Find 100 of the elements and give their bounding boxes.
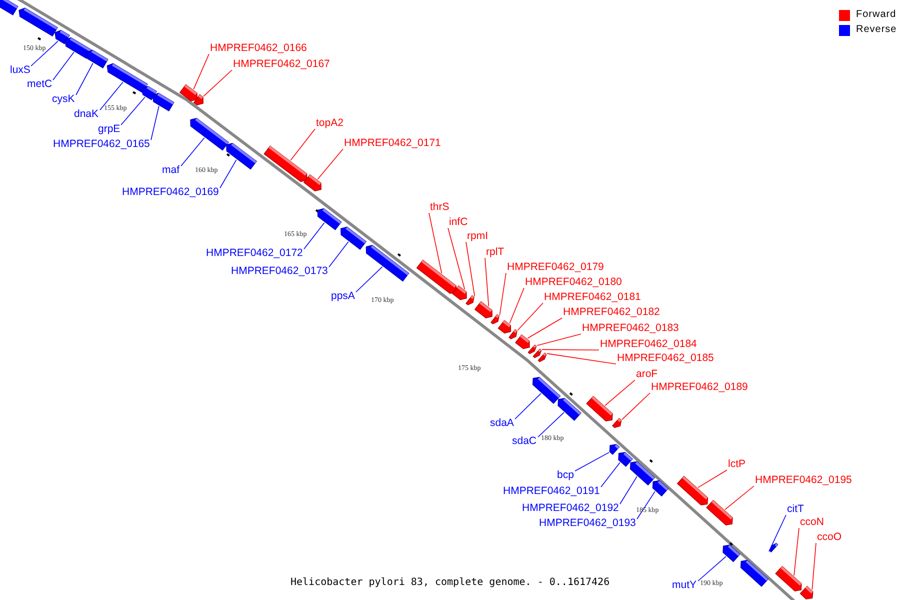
gene-block xyxy=(0,0,18,16)
leader-line xyxy=(356,266,383,292)
gene-block xyxy=(618,452,633,467)
gene-label: HMPREF0462_0195 xyxy=(755,474,852,487)
gene-block xyxy=(264,146,308,182)
gene-label: sdaC xyxy=(512,435,537,448)
gene-block xyxy=(179,84,198,102)
gene-label: luxS xyxy=(10,64,30,77)
gene-block xyxy=(190,118,229,151)
leader-line xyxy=(538,412,564,438)
legend-label: Forward xyxy=(856,9,896,20)
leader-line xyxy=(698,556,726,582)
gene-label: aroF xyxy=(636,368,658,381)
leader-line xyxy=(724,486,754,510)
gene-block xyxy=(18,8,58,36)
gene-block xyxy=(612,418,622,428)
gene-block xyxy=(609,444,620,455)
gene-label: HMPREF0462_0179 xyxy=(507,261,604,274)
leader-line xyxy=(527,318,562,339)
leader-line xyxy=(220,159,237,188)
leader-line xyxy=(574,452,610,472)
gene-label: HMPREF0462_0165 xyxy=(53,138,150,151)
gene-label: HMPREF0462_0192 xyxy=(522,502,619,515)
gene-label: maf xyxy=(162,164,180,177)
gene-label: HMPREF0462_0185 xyxy=(617,352,714,365)
leader-line xyxy=(514,393,542,420)
gene-block xyxy=(226,142,257,170)
gene-block xyxy=(769,542,778,552)
leader-line xyxy=(509,288,524,324)
leader-line xyxy=(328,241,349,268)
leader-line xyxy=(52,52,74,80)
gene-label: mutY xyxy=(672,579,697,592)
gene-label: HMPREF0462_0183 xyxy=(582,322,679,335)
gene-label: cysK xyxy=(52,93,75,106)
leader-line xyxy=(180,137,205,166)
gene-block xyxy=(508,329,518,340)
gene-label: ppsA xyxy=(331,290,355,303)
gene-block xyxy=(474,301,492,318)
gene-block xyxy=(775,566,802,592)
gene-label: HMPREF0462_0184 xyxy=(600,338,697,351)
gene-block xyxy=(706,500,733,526)
gene-block xyxy=(528,344,537,354)
gene-label: HMPREF0462_0167 xyxy=(233,58,330,71)
gene-label: HMPREF0462_0193 xyxy=(539,517,636,530)
gene-label: thrS xyxy=(430,201,450,214)
leader-line xyxy=(203,70,232,97)
legend-label: Reverse xyxy=(856,24,897,35)
gene-block xyxy=(586,396,613,422)
gene-block xyxy=(317,208,342,230)
gene-block xyxy=(722,544,740,562)
leader-line xyxy=(76,62,94,96)
leader-line xyxy=(812,542,816,590)
leader-line xyxy=(30,40,58,66)
gene-label: grpE xyxy=(98,123,120,136)
leader-line xyxy=(120,96,146,126)
gene-label: HMPREF0462_0173 xyxy=(231,265,328,278)
gene-label: ccoN xyxy=(800,516,824,529)
leader-line xyxy=(542,349,600,350)
leader-line xyxy=(317,148,344,180)
leader-line xyxy=(193,54,210,90)
gene-label: infC xyxy=(449,216,468,229)
gene-label: bcp xyxy=(557,469,574,482)
gene-block xyxy=(86,50,108,68)
gene-label: HMPREF0462_0169 xyxy=(122,186,219,199)
leader-line xyxy=(499,272,506,316)
leader-line xyxy=(484,258,490,307)
gene-label: HMPREF0462_0182 xyxy=(563,306,660,319)
leader-line xyxy=(622,392,650,420)
gene-block xyxy=(532,376,561,404)
gene-label: rplT xyxy=(486,246,504,259)
gene-label: HMPREF0462_0171 xyxy=(344,137,441,150)
leader-line xyxy=(466,242,476,297)
leader-line xyxy=(100,82,124,110)
gene-label: HMPREF0462_0180 xyxy=(525,276,622,289)
leader-line xyxy=(794,528,800,576)
gene-block xyxy=(676,476,708,506)
gene-label: dnaK xyxy=(74,108,99,121)
leader-line xyxy=(604,380,636,406)
gene-block xyxy=(538,352,547,362)
leader-line xyxy=(636,491,656,520)
leader-line xyxy=(620,476,638,504)
leader-line xyxy=(290,128,316,161)
gene-label: HMPREF0462_0172 xyxy=(206,247,303,260)
gene-block xyxy=(514,334,530,350)
gene-block xyxy=(490,314,500,324)
gene-block xyxy=(558,398,582,421)
leader-line xyxy=(698,470,728,488)
gene-block xyxy=(800,586,814,600)
leader-line xyxy=(517,302,544,331)
caption: Helicobacter pylori 83, complete genome. - 0..1617426 xyxy=(290,577,610,588)
leader-line xyxy=(428,212,442,274)
gene-label: HMPREF0462_0166 xyxy=(210,42,307,55)
gene-block xyxy=(466,295,474,306)
gene-label: ccoO xyxy=(817,531,842,544)
gene-block xyxy=(106,63,148,93)
gene-label: rpmI xyxy=(467,230,488,243)
gene-block xyxy=(340,226,367,250)
gene-label: HMPREF0462_0181 xyxy=(544,291,641,304)
gene-block xyxy=(452,285,467,300)
gene-block xyxy=(416,260,457,294)
